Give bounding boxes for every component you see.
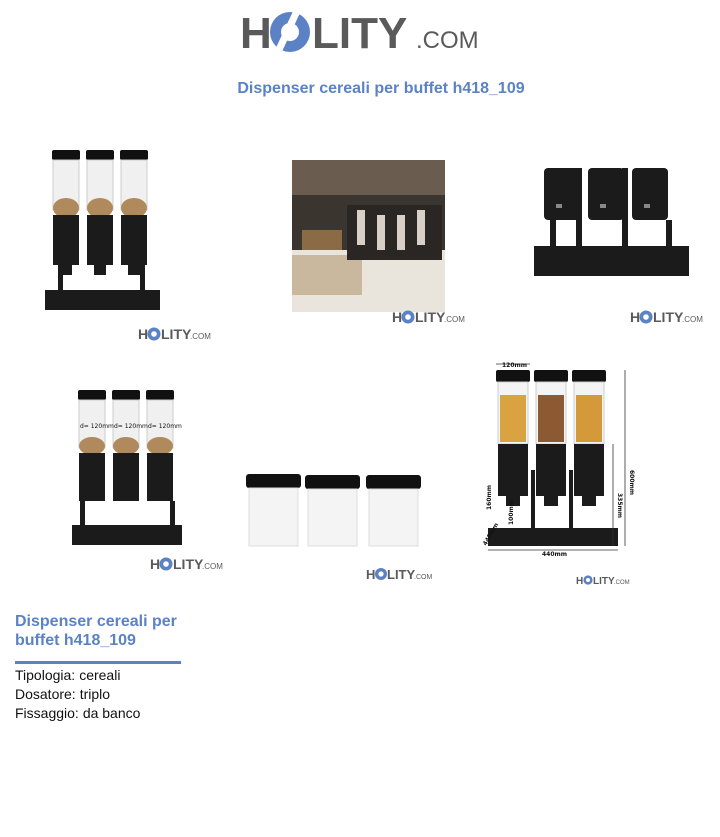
watermark-1: H LITY .COM	[138, 326, 213, 347]
svg-text:LITY: LITY	[415, 309, 446, 325]
product-image-back[interactable]	[534, 168, 689, 278]
product-image-front[interactable]	[40, 150, 165, 315]
product-title-line1: Dispenser cereali per	[15, 613, 177, 630]
watermark-3: H LITY .COM	[630, 309, 710, 330]
watermark-4: H LITY .COM	[150, 556, 230, 577]
dimension-diameter: 120mm	[502, 362, 527, 369]
product-image-dimensions[interactable]: 120mm 600mm 335mm 160mm 100mm 440mm 440m…	[478, 360, 638, 560]
svg-text:.COM: .COM	[414, 574, 432, 581]
watermark-5: H LITY .COM	[366, 566, 436, 587]
spec-row-dosatore: Dosatore:triplo	[15, 686, 111, 702]
dimension-low: 160mm	[486, 485, 493, 510]
svg-text:LITY: LITY	[387, 567, 415, 582]
svg-text:H: H	[576, 576, 583, 587]
diameter-label-1: d= 120mm	[80, 423, 114, 430]
watermark-2: H LITY .COM	[392, 309, 472, 330]
dimension-width: 440mm	[542, 551, 567, 558]
svg-text:LITY: LITY	[173, 556, 204, 572]
dimension-mid: 335mm	[616, 493, 623, 518]
watermark-6: H LITY .COM	[576, 573, 631, 592]
logo-o-icon	[270, 9, 310, 53]
svg-text:LITY: LITY	[161, 326, 192, 342]
svg-text:LITY: LITY	[593, 576, 615, 587]
logo-h: H	[240, 9, 272, 56]
svg-text:.COM: .COM	[202, 562, 223, 571]
svg-text:H: H	[630, 309, 640, 325]
svg-text:.COM: .COM	[444, 315, 465, 324]
title-divider	[15, 661, 181, 664]
product-title-line2: buffet h418_109	[15, 632, 136, 649]
dimension-height: 600mm	[628, 470, 635, 495]
spec-row-tipologia: Tipologia:cereali	[15, 667, 121, 683]
svg-text:H: H	[366, 567, 375, 582]
svg-text:H: H	[150, 556, 160, 572]
product-image-containers[interactable]	[244, 472, 424, 550]
product-title: Dispenser cereali per buffet h418_109	[15, 612, 195, 650]
svg-text:H: H	[392, 309, 402, 325]
holity-logo[interactable]: H LITY .COM	[0, 8, 720, 56]
svg-text:H: H	[138, 326, 148, 342]
svg-text:.COM: .COM	[190, 332, 211, 341]
product-image-buffet[interactable]	[292, 160, 445, 312]
diameter-label-2: d= 120mm	[114, 423, 148, 430]
spec-row-fissaggio: Fissaggio:da banco	[15, 705, 141, 721]
logo-com: .COM	[416, 27, 479, 54]
dimension-base: 100mm	[508, 500, 515, 525]
logo-lity: LITY	[312, 9, 407, 56]
diameter-label-3: d= 120mm	[148, 423, 182, 430]
svg-text:.COM: .COM	[614, 580, 630, 586]
svg-text:.COM: .COM	[682, 315, 703, 324]
page-title: Dispenser cereali per buffet h418_109	[237, 80, 525, 97]
product-image-diameter[interactable]: d= 120mm d= 120mm d= 120mm	[70, 390, 185, 548]
product-specs: Tipologia:cereali Dosatore:triplo Fissag…	[15, 666, 140, 723]
svg-text:LITY: LITY	[653, 309, 684, 325]
